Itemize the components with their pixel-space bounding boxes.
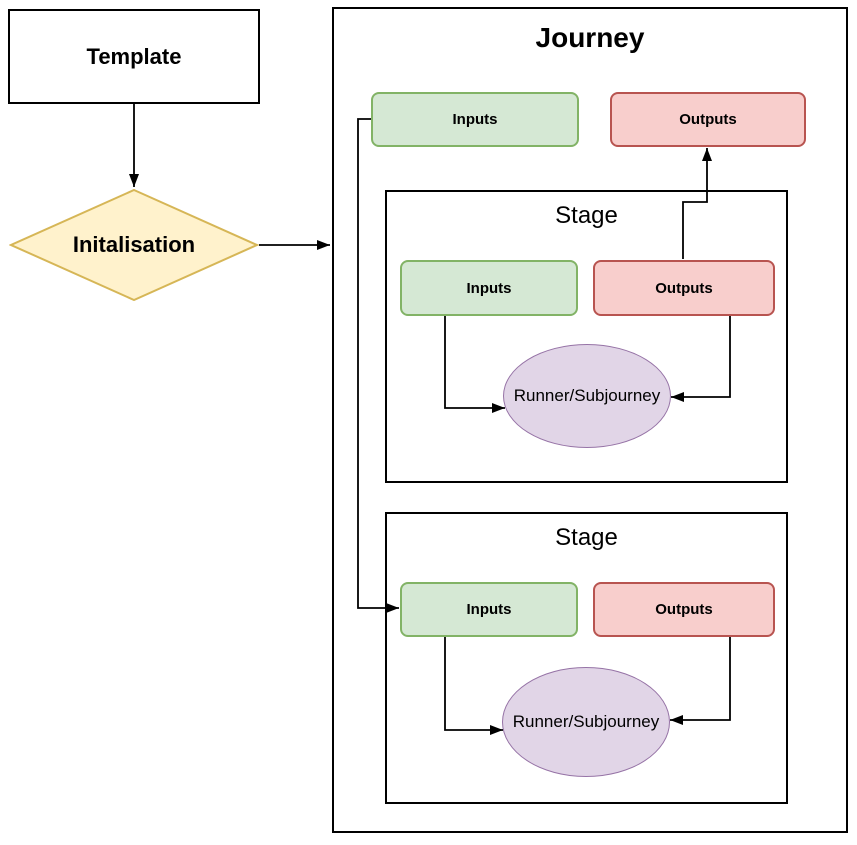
stage-1-title: Stage	[555, 202, 618, 229]
template-label: Template	[86, 43, 182, 69]
stage-1-runner-node: Runner/Subjourney	[503, 344, 671, 448]
stage-2-outputs-label: Outputs	[655, 601, 713, 618]
stage-1-inputs-node: Inputs	[400, 260, 578, 316]
diamond-shape	[9, 189, 259, 301]
journey-inputs-label: Inputs	[452, 111, 498, 128]
stage-2-inputs-label: Inputs	[466, 601, 512, 618]
stage-1-outputs-node: Outputs	[593, 260, 775, 316]
stage-2-inputs-node: Inputs	[400, 582, 578, 637]
stage-1-inputs-label: Inputs	[466, 279, 512, 297]
stage-2-title: Stage	[555, 524, 618, 551]
journey-title: Journey	[535, 22, 645, 53]
initialisation-decision: Initalisation	[9, 189, 259, 301]
stage-1-outputs-label: Outputs	[655, 279, 713, 297]
journey-outputs-label: Outputs	[679, 111, 737, 128]
stage-2-runner-label: Runner/Subjourney	[512, 712, 660, 731]
stage-1-runner-label: Runner/Subjourney	[513, 386, 661, 405]
journey-outputs-node: Outputs	[610, 92, 806, 147]
initialisation-label: Initalisation	[72, 232, 196, 257]
template-node: Template	[8, 9, 260, 104]
journey-inputs-node: Inputs	[371, 92, 579, 147]
stage-2-runner-node: Runner/Subjourney	[502, 667, 670, 777]
stage-2-outputs-node: Outputs	[593, 582, 775, 637]
